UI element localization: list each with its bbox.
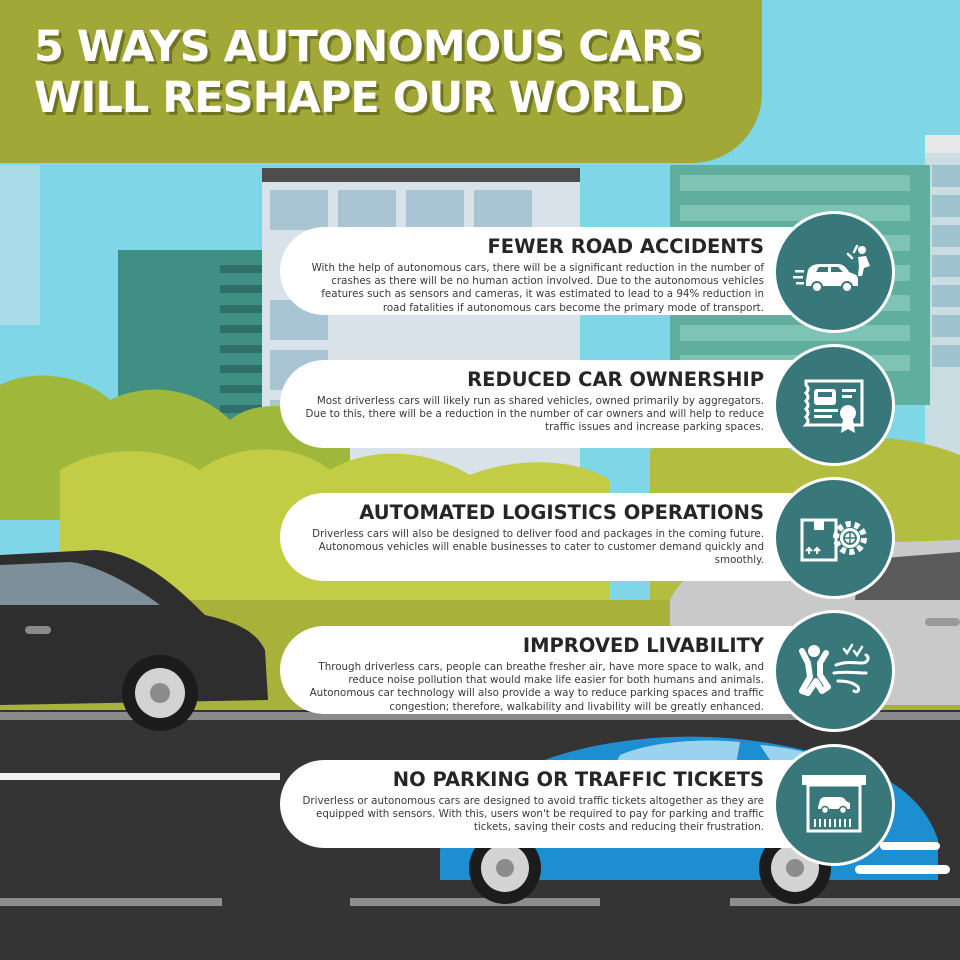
card-fewer-road-accidents: FEWER ROAD ACCIDENTS With the help of au… bbox=[280, 227, 820, 315]
card-heading: AUTOMATED LOGISTICS OPERATIONS bbox=[359, 501, 764, 524]
reduced-ownership-badge bbox=[773, 344, 895, 466]
card-heading: IMPROVED LIVABILITY bbox=[522, 634, 764, 657]
package-with-gear-icon bbox=[800, 518, 867, 562]
card-improved-livability: IMPROVED LIVABILITY Through driverless c… bbox=[280, 626, 820, 714]
card-no-parking-tickets: NO PARKING OR TRAFFIC TICKETS Driverless… bbox=[280, 760, 820, 848]
card-body: Driverless or autonomous cars are design… bbox=[302, 795, 764, 834]
card-body: Through driverless cars, people can brea… bbox=[309, 661, 764, 713]
fewer-accidents-badge bbox=[773, 211, 895, 333]
page-title: 5 WAYS AUTONOMOUS CARS WILL RESHAPE OUR … bbox=[34, 22, 704, 123]
card-body: Most driverless cars will likely run as … bbox=[305, 395, 764, 434]
parking-tickets-badge bbox=[773, 744, 895, 866]
person-fresh-air-icon bbox=[799, 643, 870, 696]
title-panel: 5 WAYS AUTONOMOUS CARS WILL RESHAPE OUR … bbox=[0, 0, 762, 163]
card-heading: REDUCED CAR OWNERSHIP bbox=[467, 368, 764, 391]
parking-ticket-icon bbox=[802, 775, 866, 833]
logistics-badge bbox=[773, 477, 895, 599]
card-body: With the help of autonomous cars, there … bbox=[311, 262, 764, 314]
card-reduced-car-ownership: REDUCED CAR OWNERSHIP Most driverless ca… bbox=[280, 360, 820, 448]
car-ownership-certificate-icon bbox=[802, 379, 864, 433]
card-body: Driverless cars will also be designed to… bbox=[312, 528, 764, 567]
card-heading: FEWER ROAD ACCIDENTS bbox=[487, 235, 764, 258]
card-automated-logistics: AUTOMATED LOGISTICS OPERATIONS Driverles… bbox=[280, 493, 820, 581]
livability-badge bbox=[773, 610, 895, 732]
car-hitting-pedestrian-icon bbox=[793, 244, 870, 293]
card-heading: NO PARKING OR TRAFFIC TICKETS bbox=[392, 768, 764, 791]
